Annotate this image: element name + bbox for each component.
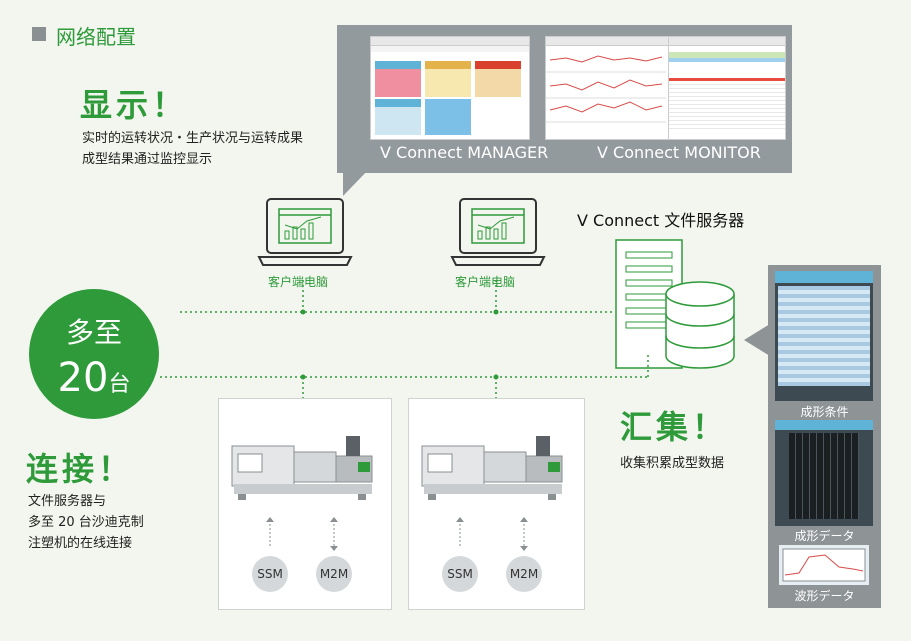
laptop-icon	[450, 198, 546, 266]
manager-screenshot	[370, 36, 530, 140]
display-line-2: 成型结果通过监控显示	[82, 152, 213, 167]
screens-pointer	[744, 324, 770, 356]
injection-machine-icon	[421, 436, 563, 500]
screen-label-waveform: 波形データ	[794, 589, 855, 603]
molding-data-screen	[775, 420, 873, 526]
waveform-screen	[779, 545, 869, 585]
monitor-chart-screenshot	[545, 36, 669, 140]
molding-conditions-screen	[775, 271, 873, 401]
file-server-icon	[615, 239, 735, 369]
page-title: 网络配置	[56, 25, 136, 49]
laptop-icon	[257, 198, 353, 266]
screens-panel: 成形条件 成形データ 波形データ	[768, 265, 881, 608]
ssm-badge-1: SSM	[252, 556, 288, 592]
screen-label-data: 成形データ	[794, 529, 855, 543]
badge-count: 20台	[29, 355, 159, 401]
connect-line-2: 多至 20 台沙迪克制	[28, 515, 144, 530]
machine-panel-1	[218, 398, 392, 610]
max-machines-badge: 多至 20台	[29, 289, 159, 419]
badge-line-1: 多至	[65, 316, 122, 349]
client-pc-label-1: 客户端电脑	[268, 275, 329, 289]
header-square-icon	[32, 27, 46, 41]
connect-line-1: 文件服务器与	[28, 494, 107, 509]
machine-panel-2	[408, 398, 585, 610]
client-pc-label-2: 客户端电脑	[455, 275, 516, 289]
screen-label-conditions: 成形条件	[800, 405, 849, 419]
connect-line-3: 注塑机的在线连接	[28, 536, 133, 551]
collect-description: 收集积累成型数据	[620, 456, 725, 471]
badge-number: 20	[57, 355, 109, 401]
connect-heading: 连接！	[26, 450, 135, 488]
display-description: 实时的运转状况・生产状况与运转成果 成型结果通过监控显示	[82, 128, 303, 170]
display-line-1: 实时的运转状况・生产状况与运转成果	[82, 131, 304, 146]
collect-heading: 汇集！	[620, 408, 729, 446]
display-heading: 显示！	[80, 86, 189, 124]
monitor-label: V Connect MONITOR	[597, 143, 761, 162]
m2m-badge-1: M2M	[316, 556, 352, 592]
manager-label: V Connect MANAGER	[380, 143, 549, 162]
callout-pointer	[343, 168, 370, 196]
connect-description: 文件服务器与 多至 20 台沙迪克制 注塑机的在线连接	[28, 491, 144, 554]
badge-unit: 台	[108, 372, 131, 397]
ssm-badge-2: SSM	[442, 556, 478, 592]
m2m-badge-2: M2M	[506, 556, 542, 592]
monitor-table-screenshot	[668, 36, 786, 140]
injection-machine-icon	[231, 436, 373, 500]
server-label: V Connect 文件服务器	[577, 211, 745, 230]
